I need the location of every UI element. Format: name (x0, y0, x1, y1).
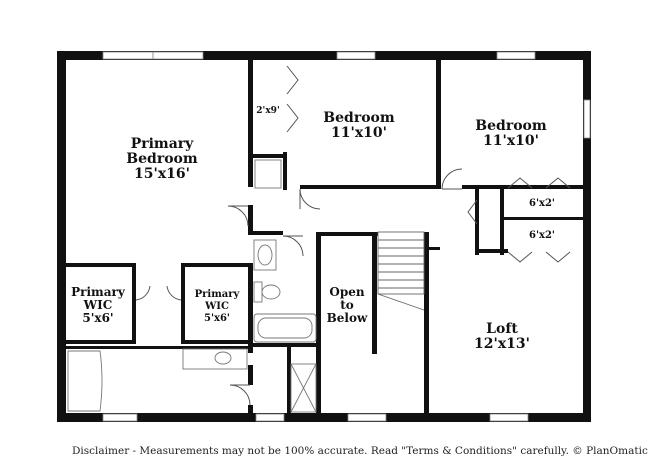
wic-left-dims: 5'x6' (82, 311, 113, 325)
bedroom-right-dims: 11'x10' (483, 133, 539, 149)
primary-bedroom-label-1: Primary (131, 136, 194, 152)
loft-dims: 12'x13' (474, 336, 530, 352)
windows (102, 51, 591, 422)
exterior-walls (57, 51, 591, 422)
door-swings (135, 65, 571, 406)
wic-right-dims: 5'x6' (204, 313, 230, 324)
closet-top-dims: 6'x2' (529, 198, 555, 209)
open-to-below-3: Below (327, 311, 368, 325)
disclaimer-text: Disclaimer - Measurements may not be 100… (72, 445, 648, 457)
open-to-below-2: to (340, 298, 354, 312)
primary-bedroom-label-2: Bedroom (126, 151, 198, 167)
primary-bedroom-dims: 15'x16' (134, 166, 190, 182)
bedroom-center-label: Bedroom (323, 110, 395, 126)
staircase (377, 231, 425, 311)
wic-right-label-1: Primary (195, 289, 241, 300)
closet-2x9-dims: 2'x9' (256, 106, 279, 116)
wic-right-label-2: WIC (204, 301, 229, 312)
bedroom-center-dims: 11'x10' (331, 125, 387, 141)
bath-fixtures (67, 159, 317, 413)
wic-left-label-1: Primary (71, 285, 126, 299)
bedroom-right-label: Bedroom (475, 118, 547, 134)
wic-left-label-2: WIC (83, 298, 113, 312)
closet-bottom-dims: 6'x2' (529, 230, 555, 241)
loft-label: Loft (486, 321, 518, 337)
interior-walls (64, 57, 583, 417)
open-to-below-1: Open (329, 285, 364, 299)
room-labels: Primary Bedroom 15'x16' Bedroom 11'x10' … (71, 106, 555, 352)
